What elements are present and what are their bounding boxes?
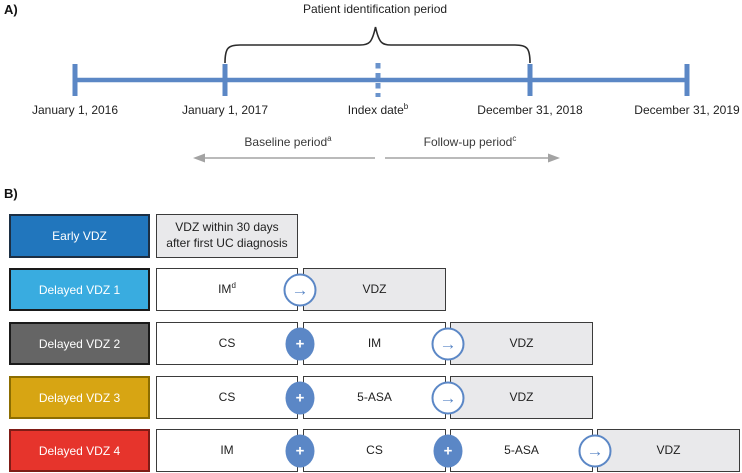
cohort-label-delayed-vdz-4: Delayed VDZ 4 [9,429,150,472]
plus-glyph: + [295,335,305,352]
period-text: Baseline period [244,135,328,149]
date-text: Index date [347,103,404,117]
plus-combination-icon: + [285,381,315,414]
plus-glyph: + [295,389,305,406]
switch-arrow-icon: → [283,273,317,306]
study-timeline-panel: A) Patient identification period January… [0,0,742,180]
cohort-label-text: Delayed VDZ 3 [38,390,121,405]
followup-arrowhead-icon [548,153,560,163]
treatment-box-vdz: VDZ [450,322,593,365]
treatment-text: IM [367,335,382,350]
note-box-vdz-30-days: VDZ within 30 days after first UC diagno… [156,214,298,258]
cohort-label-delayed-vdz-3: Delayed VDZ 3 [9,376,150,419]
cohort-label-delayed-vdz-2: Delayed VDZ 2 [9,322,150,365]
panel-a-label: A) [4,2,18,17]
cohort-label-text: Early VDZ [52,229,107,243]
plus-glyph: + [443,442,453,459]
period-text: Follow-up period [423,135,513,149]
arrow-glyph: → [586,441,604,460]
cohort-row-delayed-vdz-3: Delayed VDZ 3 CS + 5-ASA → VDZ [0,376,742,419]
treatment-text: IM [220,442,234,457]
treatment-box-im: IM [156,429,298,472]
switch-arrow-icon: → [431,327,465,360]
treatment-text: VDZ [362,281,387,296]
cohort-label-early-vdz: Early VDZ [9,214,150,258]
cohort-label-text: Delayed VDZ 1 [38,282,121,297]
followup-period-label: Follow-up periodc [423,134,517,150]
patient-identification-title: Patient identification period [302,2,448,16]
date-text: December 31, 2019 [634,103,740,117]
treatment-box-5asa: 5-ASA [450,429,593,472]
switch-arrow-icon: → [578,434,612,467]
plus-combination-icon: + [433,434,463,467]
treatment-text: VDZ [509,389,534,404]
cohort-label-delayed-vdz-1: Delayed VDZ 1 [9,268,150,311]
treatment-text: 5-ASA [357,389,392,404]
treatment-text: VDZ [656,442,681,457]
cohort-label-text: Delayed VDZ 2 [38,336,121,351]
date-text: December 31, 2018 [477,103,583,117]
arrow-glyph: → [439,334,457,353]
treatment-box-im: IMd [156,268,298,311]
treatment-box-vdz: VDZ [450,376,593,419]
treatment-box-cs: CS [156,376,298,419]
cohort-label-text: Delayed VDZ 4 [38,443,121,458]
date-label-jan-2017: January 1, 2017 [182,103,268,117]
treatment-box-im: IM [303,322,446,365]
treatment-box-cs: CS [303,429,446,472]
date-label-jan-2016: January 1, 2016 [32,103,118,117]
tick-dec-2019 [684,64,690,96]
plus-combination-icon: + [285,327,315,360]
treatment-text: 5-ASA [504,442,539,457]
period-sup: c [512,134,517,143]
treatment-text: VDZ [509,335,534,350]
cohort-row-early-vdz: Early VDZ VDZ within 30 days after first… [0,214,742,258]
treatment-text: CS [366,442,383,457]
panel-b-label: B) [4,186,18,201]
date-label-dec-2019: December 31, 2019 [634,103,739,117]
timeline-graphic [72,26,690,163]
treatment-box-cs: CS [156,322,298,365]
note-text: VDZ within 30 days after first UC diagno… [166,220,288,250]
date-text: January 1, 2017 [181,103,269,117]
period-sup: a [327,134,332,143]
date-label-index-date: Index dateb [347,102,409,118]
tick-dec-2018 [527,64,533,96]
treatment-text: CS [218,335,236,350]
date-sup: b [403,102,409,111]
treatment-sup: d [231,280,236,290]
date-label-dec-2018: December 31, 2018 [477,103,582,117]
baseline-arrowhead-icon [193,153,205,163]
treatment-box-5asa: 5-ASA [303,376,446,419]
switch-arrow-icon: → [431,381,465,414]
cohort-row-delayed-vdz-2: Delayed VDZ 2 CS + IM → VDZ [0,322,742,365]
treatment-box-vdz: VDZ [303,268,446,311]
arrow-glyph: → [291,280,309,299]
treatment-text: IMd [218,280,236,298]
plus-glyph: + [295,442,305,459]
brace-icon [224,26,531,64]
treatment-text: CS [218,389,236,404]
treatment-abbr: IM [218,281,232,296]
cohort-row-delayed-vdz-4: Delayed VDZ 4 IM + CS + 5-ASA → VDZ [0,429,742,472]
baseline-period-label: Baseline perioda [244,134,332,150]
cohort-row-delayed-vdz-1: Delayed VDZ 1 IMd → VDZ [0,268,742,311]
plus-combination-icon: + [285,434,315,467]
treatment-box-vdz: VDZ [597,429,740,472]
date-text: January 1, 2016 [31,103,119,117]
tick-jan-2017 [222,64,228,96]
tick-jan-2016 [72,64,78,96]
arrow-glyph: → [439,388,457,407]
